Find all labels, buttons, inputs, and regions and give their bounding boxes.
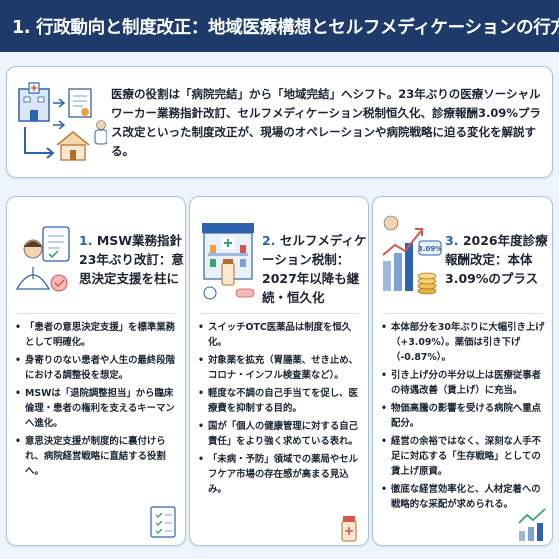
card-divider xyxy=(17,313,175,314)
arrow-icon xyxy=(53,98,66,130)
card-divider xyxy=(383,313,542,314)
card-bullet-list: 本体部分を30年ぶりに大幅引き上げ（+3.09%）。薬価は引き下げ（-0.87%… xyxy=(381,320,546,515)
hospital-to-home-illustration xyxy=(18,82,107,161)
bullet-item: 対象薬を拡充（胃腸薬、せき止め、コロナ・インフル検査薬など）。 xyxy=(198,353,362,383)
intro-panel: 医療の役割は「病院完結」から「地域完結」へシフト。23年ぶりの医療ソーシャルワー… xyxy=(6,66,553,178)
header-bar: 1. 行政動向と制度改正：地域医療構想とセルフメディケーションの行方 xyxy=(0,0,559,52)
card-divider xyxy=(200,313,358,314)
page-title: 1. 行政動向と制度改正：地域医療構想とセルフメディケーションの行方 xyxy=(12,17,559,38)
card-fee-revision: 3.09% 3. 2026年度診療報酬改定：本体3.09%のプラス 本体部分を3… xyxy=(372,196,553,546)
card-title: 3. 2026年度診療報酬改定：本体3.09%のプラス xyxy=(445,231,551,288)
checklist-document-icon xyxy=(150,506,176,538)
house-icon xyxy=(56,131,90,161)
bullet-item: 徹底な経営効率化と、人材定着への戦略的な采配が求められる。 xyxy=(381,482,546,512)
intro-text: 医療の役割は「病院完結」から「地域完結」へシフト。23年ぶりの医療ソーシャルワー… xyxy=(111,87,541,158)
card-number: 1. xyxy=(79,233,93,248)
bullet-item: 「患者の意思決定支援」を標準業務として明確化。 xyxy=(15,320,179,350)
bullet-item: 意思決定支援が制度的に裏付けられ、病院経営戦略に直結する役割へ。 xyxy=(15,434,179,479)
card-number: 3. xyxy=(445,233,459,248)
bullet-item: 国が「個人の健康管理に対する自己責任」をより強く求めている表れ。 xyxy=(198,419,362,449)
card-title: 2. セルフメディケーション税制：2027年以降も継続・恒久化 xyxy=(262,231,368,307)
card-bullet-list: スイッチOTC医薬品は制度を恒久化。 対象薬を拡充（胃腸薬、せき止め、コロナ・イ… xyxy=(198,320,362,500)
card-msw-guideline: 1. MSW業務指針23年ぶり改訂：意思決定支援を柱に 「患者の意思決定支援」を… xyxy=(6,196,186,546)
bullet-item: 本体部分を30年ぶりに大幅引き上げ（+3.09%）。薬価は引き下げ（-0.87%… xyxy=(381,320,546,365)
bullet-item: MSWは「退院調整担当」から臨床倫理・患者の権利を支えるキーマンへ進化。 xyxy=(15,386,179,431)
hospital-icon xyxy=(18,82,50,122)
coins-icon xyxy=(518,508,546,541)
card-self-medication-tax: 2. セルフメディケーション税制：2027年以降も継続・恒久化 スイッチOTC医… xyxy=(189,196,369,546)
bullet-item: 「未病・予防」領域での薬局やセルフケア市場の存在感が高まる見込み。 xyxy=(198,452,362,497)
card-title-text: MSW業務指針23年ぶり改訂：意思決定支援を柱に xyxy=(79,233,184,286)
card-bullet-list: 「患者の意思決定支援」を標準業務として明確化。 身寄りのない患者や人生の最終段階… xyxy=(15,320,179,482)
chart-up-icon: 3.09% xyxy=(382,215,442,295)
bullet-item: スイッチOTC医薬品は制度を恒久化。 xyxy=(198,320,362,350)
card-title: 1. MSW業務指針23年ぶり改訂：意思決定支援を柱に xyxy=(79,231,185,288)
medicine-bottle-icon xyxy=(221,259,235,286)
card-title-text: 2026年度診療報酬改定：本体3.09%のプラス xyxy=(445,233,548,286)
document-icon xyxy=(68,88,92,118)
pharmacy-icon xyxy=(202,223,255,300)
bullet-item: 引き上げ分の半分以上は医療従事者の待遇改善（賃上げ）に充当。 xyxy=(381,368,546,398)
fee-percent-label: 3.09% xyxy=(418,245,442,253)
coins-icon xyxy=(417,272,437,295)
medicine-bottle-icon xyxy=(341,516,357,542)
doctor-icon xyxy=(15,226,70,292)
bullet-item: 軽度な不調の自己手当てを促し、医療費を抑制する目的。 xyxy=(198,386,362,416)
doctor-icon xyxy=(94,120,107,145)
bullet-item: 身寄りのない患者や人生の最終段階における調整役を想定。 xyxy=(15,353,179,383)
card-title-text: セルフメディケーション税制：2027年以降も継続・恒久化 xyxy=(262,233,367,305)
bullet-item: 経営の余裕ではなく、深刻な人手不足に対応する「生存戦略」としての賃上げ原資。 xyxy=(381,434,546,479)
card-number: 2. xyxy=(262,233,276,248)
bullet-item: 物価高騰の影響を受ける病院へ重点配分。 xyxy=(381,401,546,431)
